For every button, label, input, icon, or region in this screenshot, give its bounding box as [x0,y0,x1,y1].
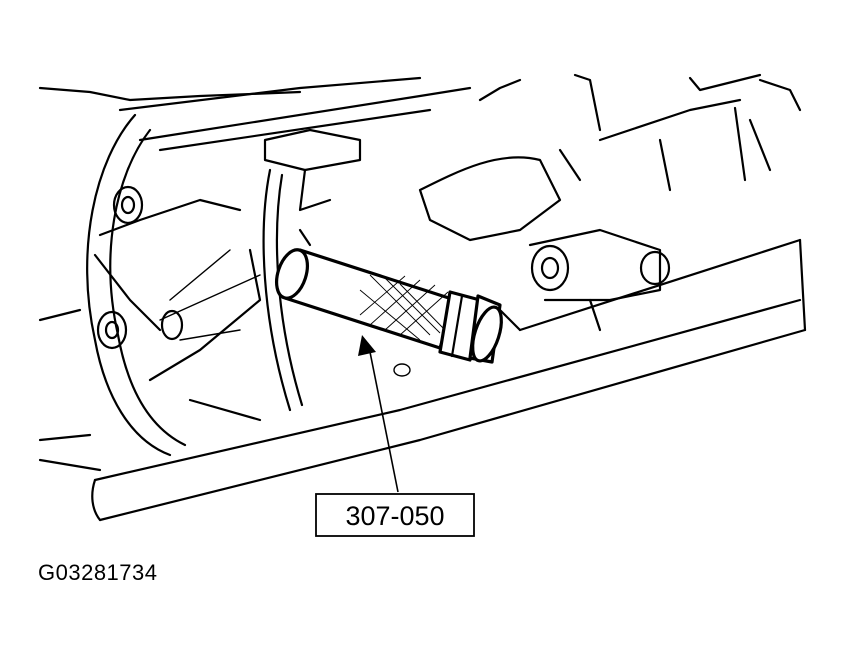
special-tool-307-050 [275,248,503,364]
callout-label: 307-050 [345,501,444,531]
transmission-case [38,73,807,522]
callout-arrowhead [358,335,376,356]
callout-box: 307-050 [315,493,475,537]
tool-grip-hatch [359,274,449,341]
callout-leader [358,335,399,493]
figure-id: G03281734 [38,560,158,585]
